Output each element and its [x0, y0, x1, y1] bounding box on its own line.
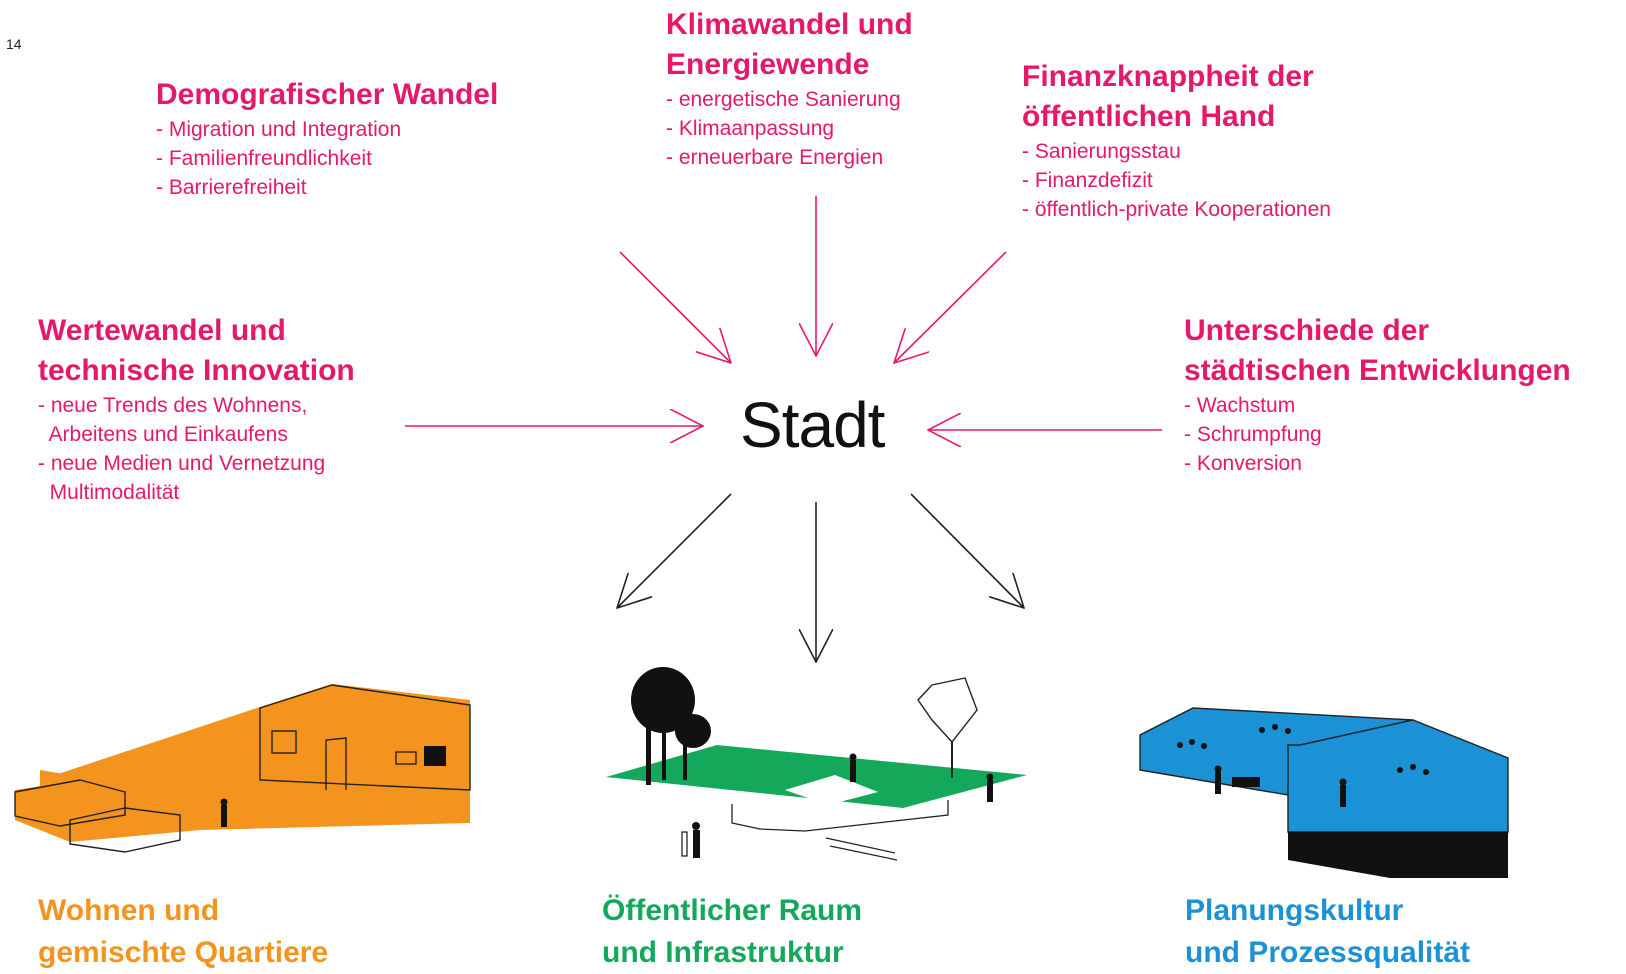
- driver-title: städtischen Entwicklungen: [1184, 354, 1571, 387]
- driver-item: - Konversion: [1184, 452, 1302, 475]
- driver-title: Finanzknappheit der: [1022, 60, 1314, 93]
- driver-klima: Klimawandel und Energiewende - energetis…: [666, 5, 913, 172]
- incoming-arrows: [405, 196, 1162, 430]
- public-space-illustration: [606, 667, 1027, 861]
- driver-demografie: Demografischer Wandel - Migration und In…: [156, 75, 498, 202]
- driver-item: - neue Medien und Vernetzung: [38, 452, 326, 475]
- planning-illustration: [1139, 707, 1509, 878]
- outcome-title: und Prozessqualität: [1185, 936, 1471, 969]
- driver-item: - Barrierefreiheit: [156, 176, 307, 199]
- center-node-stadt: Stadt: [740, 389, 885, 461]
- outcome-title: und Infrastruktur: [602, 936, 844, 969]
- driver-title: Demografischer Wandel: [156, 78, 499, 111]
- driver-title: Klimawandel und: [666, 8, 913, 41]
- driver-item: - erneuerbare Energien: [666, 146, 884, 169]
- driver-item: - neue Trends des Wohnens,: [38, 394, 308, 417]
- outcome-planungskultur: Planungskultur und Prozessqualität: [1185, 890, 1470, 974]
- driver-item: - öffentlich-private Kooperationen: [1022, 198, 1331, 221]
- driver-item: Arbeitens und Einkaufens: [38, 423, 288, 446]
- outcome-wohnen: Wohnen und gemischte Quartiere: [38, 890, 328, 974]
- arrow-to-planung: [910, 493, 1024, 608]
- driver-item: - energetische Sanierung: [666, 88, 901, 111]
- driver-title: Unterschiede der: [1184, 314, 1430, 347]
- outcome-title: gemischte Quartiere: [38, 936, 329, 969]
- driver-item: Multimodalität: [38, 481, 180, 504]
- outcome-oeffentlicher-raum: Öffentlicher Raum und Infrastruktur: [602, 890, 862, 974]
- outcome-title: Öffentlicher Raum: [602, 894, 863, 927]
- driver-finanzen: Finanzknappheit der öffentlichen Hand - …: [1022, 57, 1331, 224]
- driver-item: - Schrumpfung: [1184, 423, 1322, 446]
- driver-item: - Familienfreundlichkeit: [156, 147, 372, 170]
- driver-item: - Finanzdefizit: [1022, 169, 1153, 192]
- driver-item: - Sanierungsstau: [1022, 140, 1181, 163]
- driver-item: - Wachstum: [1184, 394, 1296, 417]
- arrow-to-wohnen: [617, 493, 732, 608]
- driver-title: öffentlichen Hand: [1022, 100, 1276, 133]
- arrow-demografie: [619, 251, 731, 363]
- driver-item: - Migration und Integration: [156, 118, 402, 141]
- driver-title: Energiewende: [666, 48, 870, 81]
- driver-title: Wertewandel und: [38, 314, 286, 347]
- housing-illustration: [14, 684, 471, 853]
- arrow-finanzen: [894, 251, 1007, 363]
- driver-item: - Klimaanpassung: [666, 117, 835, 140]
- driver-wertewandel: Wertewandel und technische Innovation - …: [38, 311, 355, 507]
- outgoing-arrows: [617, 493, 1024, 662]
- outcome-title: Wohnen und: [38, 894, 220, 927]
- outcome-title: Planungskultur: [1185, 894, 1404, 927]
- driver-title: technische Innovation: [38, 354, 355, 387]
- driver-unterschiede: Unterschiede der städtischen Entwicklung…: [1184, 311, 1571, 478]
- page-number: 14: [6, 36, 22, 52]
